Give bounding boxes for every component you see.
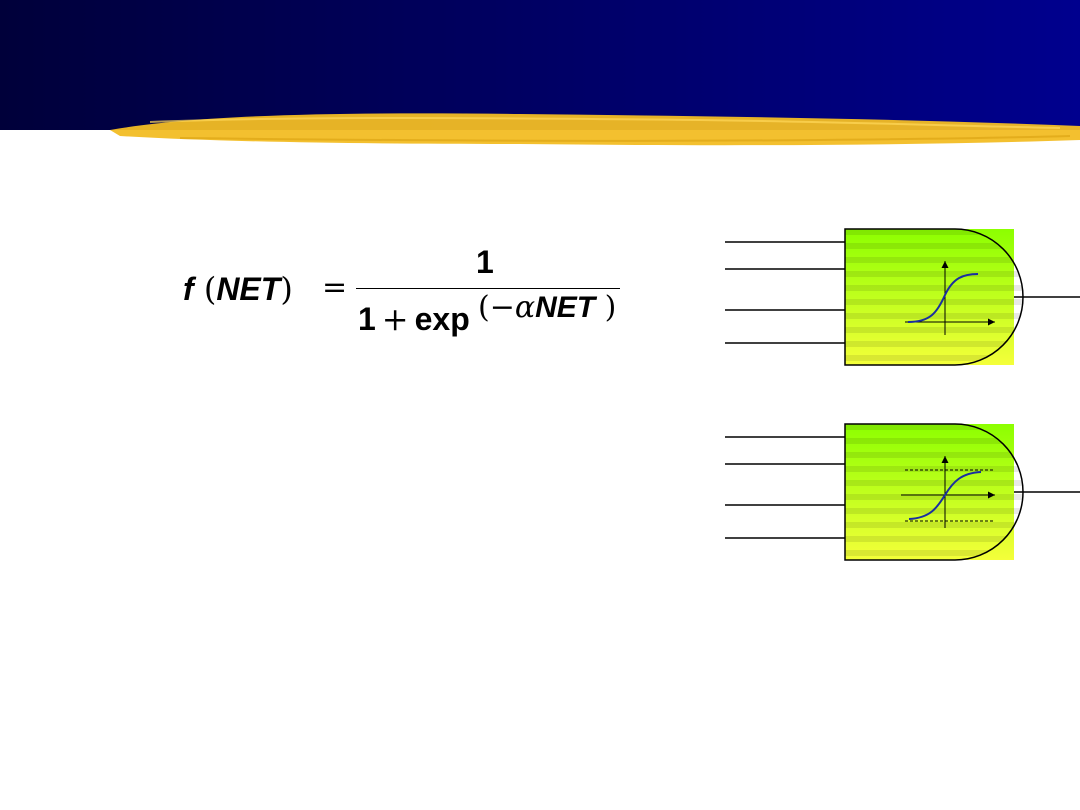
header-brush-stroke <box>110 113 1080 146</box>
formula-lhs: f (NET) <box>183 270 293 308</box>
neuron-unipolar-sigmoid <box>725 228 1080 366</box>
formula-function-name: f <box>183 271 194 307</box>
exponent-alpha: α <box>514 290 536 325</box>
sigmoid-curve <box>907 273 979 323</box>
neuron-bipolar-sigmoid <box>725 423 1080 561</box>
exponent-net: NET <box>535 291 596 324</box>
denominator-exp: exp <box>414 301 470 337</box>
header-band <box>0 0 1080 130</box>
neuron-body <box>844 423 1024 561</box>
denominator-plus: + <box>381 300 409 338</box>
y-axis-arrow <box>941 456 949 463</box>
denominator-one: 1 <box>358 301 376 337</box>
sigmoid-curve <box>908 471 982 520</box>
formula-denominator: 1+exp <box>358 300 470 338</box>
formula-numerator: 1 <box>476 244 494 280</box>
sigmoid-formula: f (NET) = 1 1+exp (−αNET ) <box>180 240 640 350</box>
formula-exponent: (−αNET ) <box>478 290 617 325</box>
formula-equals: = <box>322 270 348 305</box>
exponent-minus: − <box>489 290 515 325</box>
y-axis-arrow <box>941 261 949 268</box>
neuron-body <box>844 228 1024 366</box>
fraction-bar <box>356 288 620 289</box>
formula-lhs-argument: NET <box>216 271 281 307</box>
x-axis-arrow <box>988 491 995 499</box>
x-axis-arrow <box>988 318 995 326</box>
